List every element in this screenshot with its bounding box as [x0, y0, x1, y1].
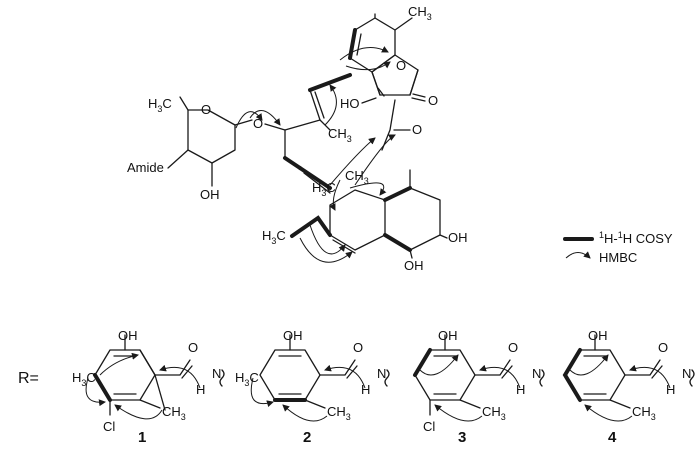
legend: 1H-1H COSY HMBC	[563, 230, 673, 265]
ch3-label: CH3	[482, 404, 506, 422]
ch3-label: CH3	[162, 404, 186, 422]
o-label: O	[353, 340, 363, 355]
lactone-o-label: O	[396, 58, 406, 73]
legend-hmbc-arrow	[565, 251, 591, 259]
compound-number-1: 1	[138, 429, 146, 446]
h-label: H	[666, 382, 675, 397]
amide-label: Amide	[127, 160, 164, 175]
lactone-carbonyl-o-label: O	[428, 93, 438, 108]
decalin-core	[329, 169, 441, 254]
ch3-label: CH3	[327, 404, 351, 422]
sugar-oh-label: OH	[200, 187, 220, 202]
substituent-3: OH O N H CH3 Cl 3	[413, 328, 545, 446]
sugar-ring	[179, 96, 253, 164]
h3c-label: H3C	[235, 370, 259, 388]
h-label: H	[361, 382, 370, 397]
n-label: N	[212, 366, 221, 381]
ch3-label: CH3	[632, 404, 656, 422]
legend-cosy-label: 1H-1H COSY	[599, 230, 673, 246]
substituent-4: OH O N H CH3 4	[562, 328, 695, 446]
o-label: O	[508, 340, 518, 355]
o-label: O	[658, 340, 668, 355]
sugar-ring-o-label: O	[201, 102, 211, 117]
h-label: H	[516, 382, 525, 397]
oh-label: OH	[283, 328, 303, 343]
h3c-label: H3C	[72, 370, 96, 388]
ch3-top-label: CH3	[408, 4, 432, 22]
oh-right-label: OH	[448, 230, 468, 245]
cl-label: Cl	[423, 419, 435, 434]
oh-label: OH	[588, 328, 608, 343]
legend-hmbc-label: HMBC	[599, 250, 637, 265]
oh-bottom-label: OH	[404, 258, 424, 273]
cl-label: Cl	[103, 419, 115, 434]
n-label: N	[377, 366, 386, 381]
n-label: N	[682, 366, 691, 381]
substituent-1: OH O N H H3C CH3 Cl 1	[72, 328, 225, 446]
enol-ho-label: HO	[340, 96, 360, 111]
oh-label: OH	[118, 328, 138, 343]
sugar-methyl-label: H3C	[148, 96, 172, 114]
ethyl-h3c-label: H3C	[262, 228, 286, 246]
core-h3c-label: H3C	[312, 180, 336, 198]
n-label: N	[532, 366, 541, 381]
substituent-2: OH O N H H3C CH3 2	[235, 328, 390, 446]
compound-number-3: 3	[458, 429, 466, 446]
olefin-ch3-label: CH3	[328, 126, 352, 144]
h-label: H	[196, 382, 205, 397]
r-label: R=	[18, 370, 39, 387]
glycosidic-o-label: O	[253, 116, 263, 131]
ketone-o-label: O	[412, 122, 422, 137]
o-label: O	[188, 340, 198, 355]
tetronic-acid	[371, 54, 419, 97]
hmbc-arrows-main	[235, 46, 396, 263]
oh-label: OH	[438, 328, 458, 343]
compound-number-4: 4	[608, 429, 617, 446]
main-structure: CH3 O O HO O CH3 O	[127, 4, 468, 273]
compound-number-2: 2	[303, 429, 311, 446]
